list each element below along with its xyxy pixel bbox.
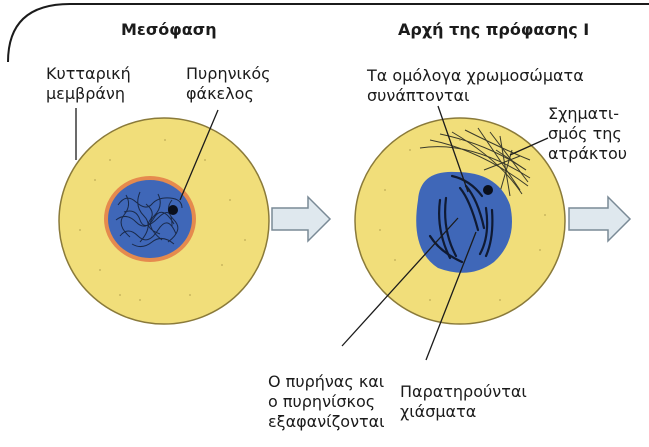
label-spindle-formation: Σχηματι- σμός της ατράκτου xyxy=(548,104,627,164)
arrow-2 xyxy=(569,197,630,241)
label-nuclear-envelope: Πυρηνικός φάκελος xyxy=(186,64,271,104)
nucleolus-left xyxy=(168,205,178,215)
arrow-1 xyxy=(272,197,330,241)
nucleolus-right xyxy=(483,185,493,195)
label-cell-membrane: Κυτταρική μεμβράνη xyxy=(46,64,131,104)
panel-title-prophase: Αρχή της πρόφασης Ι xyxy=(398,20,589,40)
nucleus-right xyxy=(416,172,512,273)
prophase-cell xyxy=(355,118,565,324)
panel-title-interphase: Μεσόφαση xyxy=(121,20,217,40)
label-chiasmata: Παρατηρούνται χιάσματα xyxy=(400,382,527,422)
label-nucleus-disappear: Ο πυρήνας και ο πυρηνίσκος εξαφανίζονται xyxy=(268,372,385,432)
interphase-cell xyxy=(59,118,269,324)
label-homologous-synapse: Τα ομόλογα χρωμοσώματα συνάπτονται xyxy=(367,66,584,106)
nucleus-left xyxy=(108,180,192,258)
